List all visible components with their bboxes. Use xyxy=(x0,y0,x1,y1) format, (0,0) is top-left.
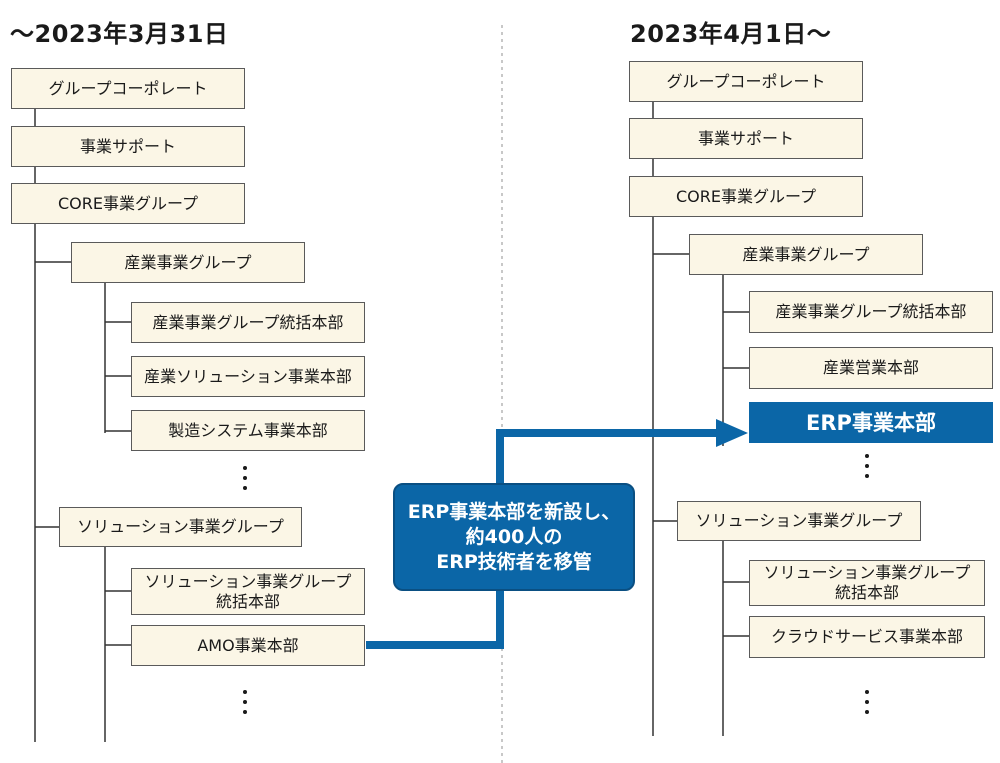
after-date-heading: 2023年4月1日〜 xyxy=(630,20,832,48)
before-box-industry-group: 産業事業グループ xyxy=(71,242,305,283)
after-box-erp-new: ERP事業本部 xyxy=(749,402,993,443)
transfer-arrow-head xyxy=(716,419,748,447)
before-industry-more-ellipsis xyxy=(243,466,247,496)
after-solution-hq-line1: ソリューション事業グループ xyxy=(763,563,971,582)
before-solution-hq-line2: 統括本部 xyxy=(215,591,280,611)
before-box-core-group: CORE事業グループ xyxy=(11,183,245,224)
before-box-solution-group: ソリューション事業グループ xyxy=(59,507,302,547)
callout-line1: ERP事業本部を新設し、 xyxy=(407,500,621,523)
before-solution-hq-line1: ソリューション事業グループ xyxy=(144,571,352,591)
before-box-solution-hq: ソリューション事業グループ 統括本部 xyxy=(131,568,365,615)
after-solution-more-ellipsis xyxy=(865,690,869,720)
after-box-industry-group: 産業事業グループ xyxy=(689,234,923,275)
after-solution-hq-line2: 統括本部 xyxy=(834,583,899,602)
before-box-amo: AMO事業本部 xyxy=(131,625,365,666)
before-box-manufacturing-system: 製造システム事業本部 xyxy=(131,410,365,451)
after-box-solution-hq: ソリューション事業グループ 統括本部 xyxy=(749,560,985,606)
before-box-group-corporate: グループコーポレート xyxy=(11,68,245,109)
before-solution-more-ellipsis xyxy=(243,690,247,720)
before-box-industry-hq: 産業事業グループ統括本部 xyxy=(131,302,365,343)
after-box-group-corporate: グループコーポレート xyxy=(629,61,863,102)
callout-line2: 約400人の xyxy=(465,525,563,548)
before-box-industry-solution: 産業ソリューション事業本部 xyxy=(131,356,365,397)
after-box-cloud-service: クラウドサービス事業本部 xyxy=(749,616,985,658)
transfer-callout: ERP事業本部を新設し、 約400人の ERP技術者を移管 xyxy=(393,483,635,591)
after-box-industry-sales: 産業営業本部 xyxy=(749,347,993,389)
after-box-business-support: 事業サポート xyxy=(629,118,863,159)
after-industry-more-ellipsis xyxy=(865,454,869,484)
after-box-industry-hq: 産業事業グループ統括本部 xyxy=(749,291,993,333)
before-box-business-support: 事業サポート xyxy=(11,126,245,167)
after-box-solution-group: ソリューション事業グループ xyxy=(677,501,921,541)
after-box-core-group: CORE事業グループ xyxy=(629,176,863,217)
before-date-heading: 〜2023年3月31日 xyxy=(10,20,229,48)
callout-line3: ERP技術者を移管 xyxy=(436,550,592,573)
